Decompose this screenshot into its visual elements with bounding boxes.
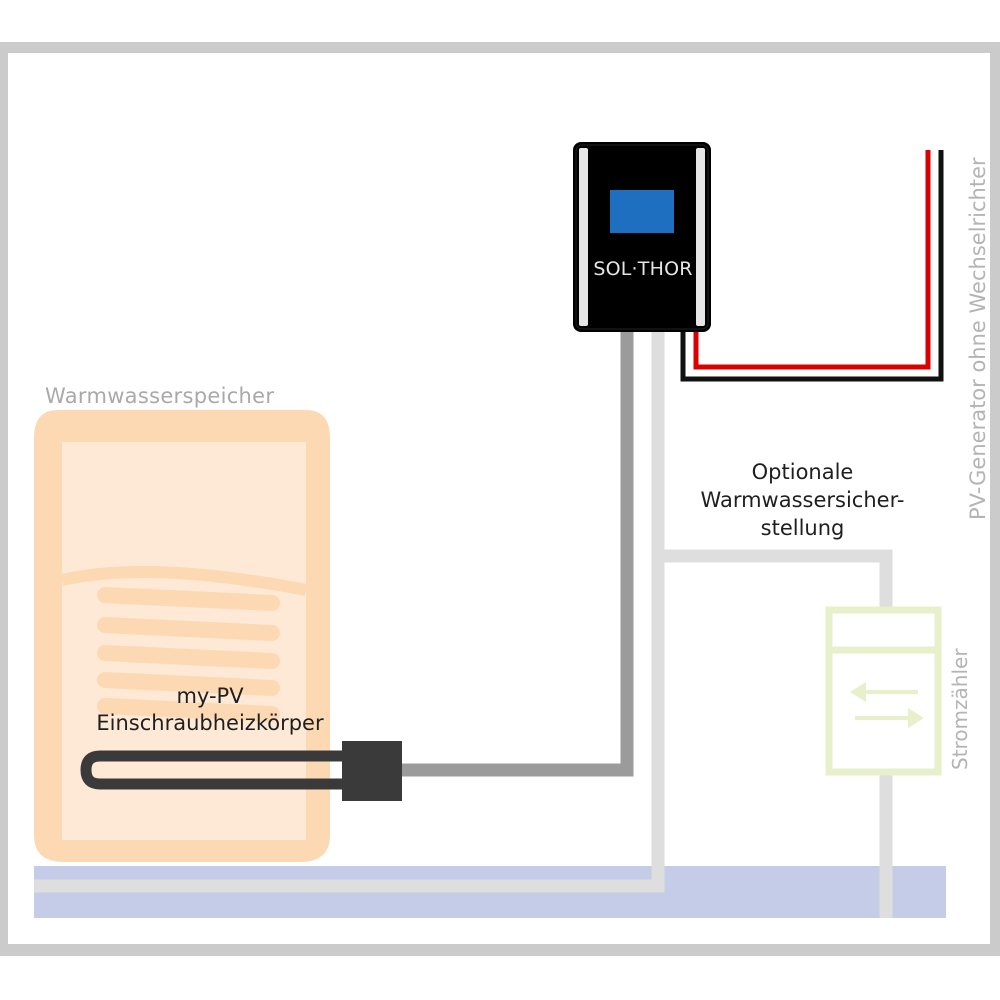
pv-cable-negative	[680, 150, 944, 382]
device-display	[610, 190, 674, 233]
heater-label: my-PV Einschraubheizkörper	[60, 683, 360, 737]
solthor-device	[573, 142, 711, 332]
pv-cable-positive	[693, 150, 931, 370]
electricity-meter	[825, 606, 942, 776]
bidirectional-arrows-icon	[850, 682, 924, 728]
meter-label: Stromzähler	[948, 648, 972, 770]
heater-label-line-2: Einschraubheizkörper	[96, 711, 324, 735]
diagram-frame	[0, 42, 1000, 956]
heater-label-line-1: my-PV	[176, 684, 244, 708]
hot-water-tank	[34, 410, 330, 862]
optional-backup-label: Optionale Warmwassersicher- stellung	[665, 458, 940, 542]
heat-exchanger-coil	[97, 587, 280, 722]
pv-generator-label: PV-Generator ohne Wechselrichter	[966, 157, 990, 520]
heater-cable	[395, 332, 634, 777]
device-side-strip-left	[579, 148, 588, 326]
optional-label-line-1: Optionale	[751, 460, 854, 484]
immersion-heater	[80, 741, 402, 801]
device-brand-label: SOL·THOR	[593, 258, 693, 280]
tank-label: Warmwasserspeicher	[45, 384, 275, 408]
heater-head	[342, 741, 402, 801]
device-side-strip-right	[696, 148, 705, 326]
optional-label-line-3: stellung	[760, 516, 845, 540]
optional-label-line-2: Warmwassersicher-	[700, 488, 905, 512]
